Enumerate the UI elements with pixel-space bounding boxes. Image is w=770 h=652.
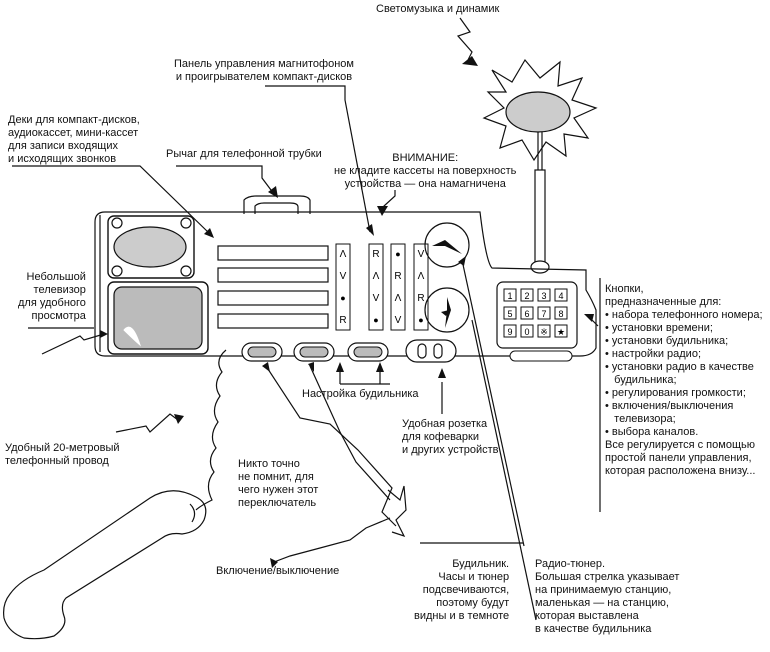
strip-button[interactable]: R [372,249,379,260]
keypad-key-label: 0 [524,327,529,337]
label-clock: Будильник. Часы и тюнер подсвечиваются, … [414,558,510,622]
strip-button[interactable]: R [339,315,346,326]
keypad-key-label: 3 [541,291,546,301]
keypad-key[interactable] [537,288,551,302]
strip-button[interactable]: Λ [418,271,425,282]
control-strip [390,243,406,331]
keypad-key-label: 4 [558,291,563,301]
control-strip [368,243,384,331]
label-control-panel: Панель управления магнитофоном и проигры… [174,58,354,83]
label-alarm-setup: Настройка будильника [302,388,419,400]
keypad-key[interactable] [554,306,568,320]
speaker-grille [107,215,195,279]
keypad-key-label: 7 [541,309,546,319]
keypad-key[interactable] [554,324,568,338]
keypad-key-label: ★ [557,327,565,337]
keypad-key-label: 2 [524,291,529,301]
strip-button[interactable]: R [394,271,401,282]
label-switch: Никто точно не помнит, для чего нужен эт… [238,458,319,509]
label-tuner: Радио-тюнер. Большая стрелка указывает н… [535,558,680,635]
keypad-key[interactable] [503,324,517,338]
label-onoff: Включение/выключение [216,565,340,577]
keypad-key[interactable] [537,324,551,338]
label-warning: ВНИМАНИЕ: не кладите кассеты на поверхно… [334,152,517,190]
strip-button[interactable]: Λ [395,293,402,304]
strip-button[interactable]: V [373,293,380,304]
keypad-key-label: ※ [540,327,548,337]
label-cord: Удобный 20-метровый телефонный провод [5,442,120,467]
handset [3,490,207,640]
keypad-key-label: 9 [507,327,512,337]
strip-button[interactable]: R [417,293,424,304]
keypad-key[interactable] [537,306,551,320]
strip-button[interactable]: ● [418,315,423,325]
label-tv: Небольшой телевизор для удобного просмот… [18,271,86,322]
keypad-key[interactable] [503,288,517,302]
label-lights: Светомузыка и динамик [376,3,500,15]
alarm-clock [424,222,470,268]
strip-button[interactable]: ● [340,293,345,303]
light-speaker-icon [482,58,598,274]
strip-button[interactable]: V [340,271,347,282]
label-lever: Рычаг для телефонной трубки [166,148,322,160]
strip-button[interactable]: ● [395,249,400,259]
radio-tuner-dial [424,287,470,333]
control-strip [335,243,351,331]
strip-button[interactable]: Λ [373,271,380,282]
strip-button[interactable]: V [395,315,402,326]
keypad-key-label: 5 [507,309,512,319]
handset-lever [243,195,311,214]
strip-button[interactable]: Λ [340,249,347,260]
tv-screen [107,281,209,355]
device-body [94,211,597,357]
callout-lines [12,17,601,621]
bottom-buttons [241,339,457,363]
keypad-key-label: 8 [558,309,563,319]
keypad: 1 2 3 4 5 6 7 8 9 0 ※ ★ [496,281,578,362]
strip-button[interactable]: ● [373,315,378,325]
phone-cord [195,349,227,511]
keypad-key-label: 1 [507,291,512,301]
keypad-key[interactable] [520,324,534,338]
label-socket: Удобная розетка для кофеварки и других у… [402,418,499,456]
label-buttons: Кнопки, предназначенные для: • набора те… [605,283,763,477]
keypad-key-label: 6 [524,309,529,319]
keypad-key[interactable] [554,288,568,302]
label-decks: Деки для компакт-дисков, аудиокассет, ми… [8,114,140,165]
deck-slots [217,245,329,329]
keypad-key[interactable] [520,288,534,302]
keypad-key[interactable] [520,306,534,320]
strip-button[interactable]: V [418,249,425,260]
keypad-key[interactable] [503,306,517,320]
